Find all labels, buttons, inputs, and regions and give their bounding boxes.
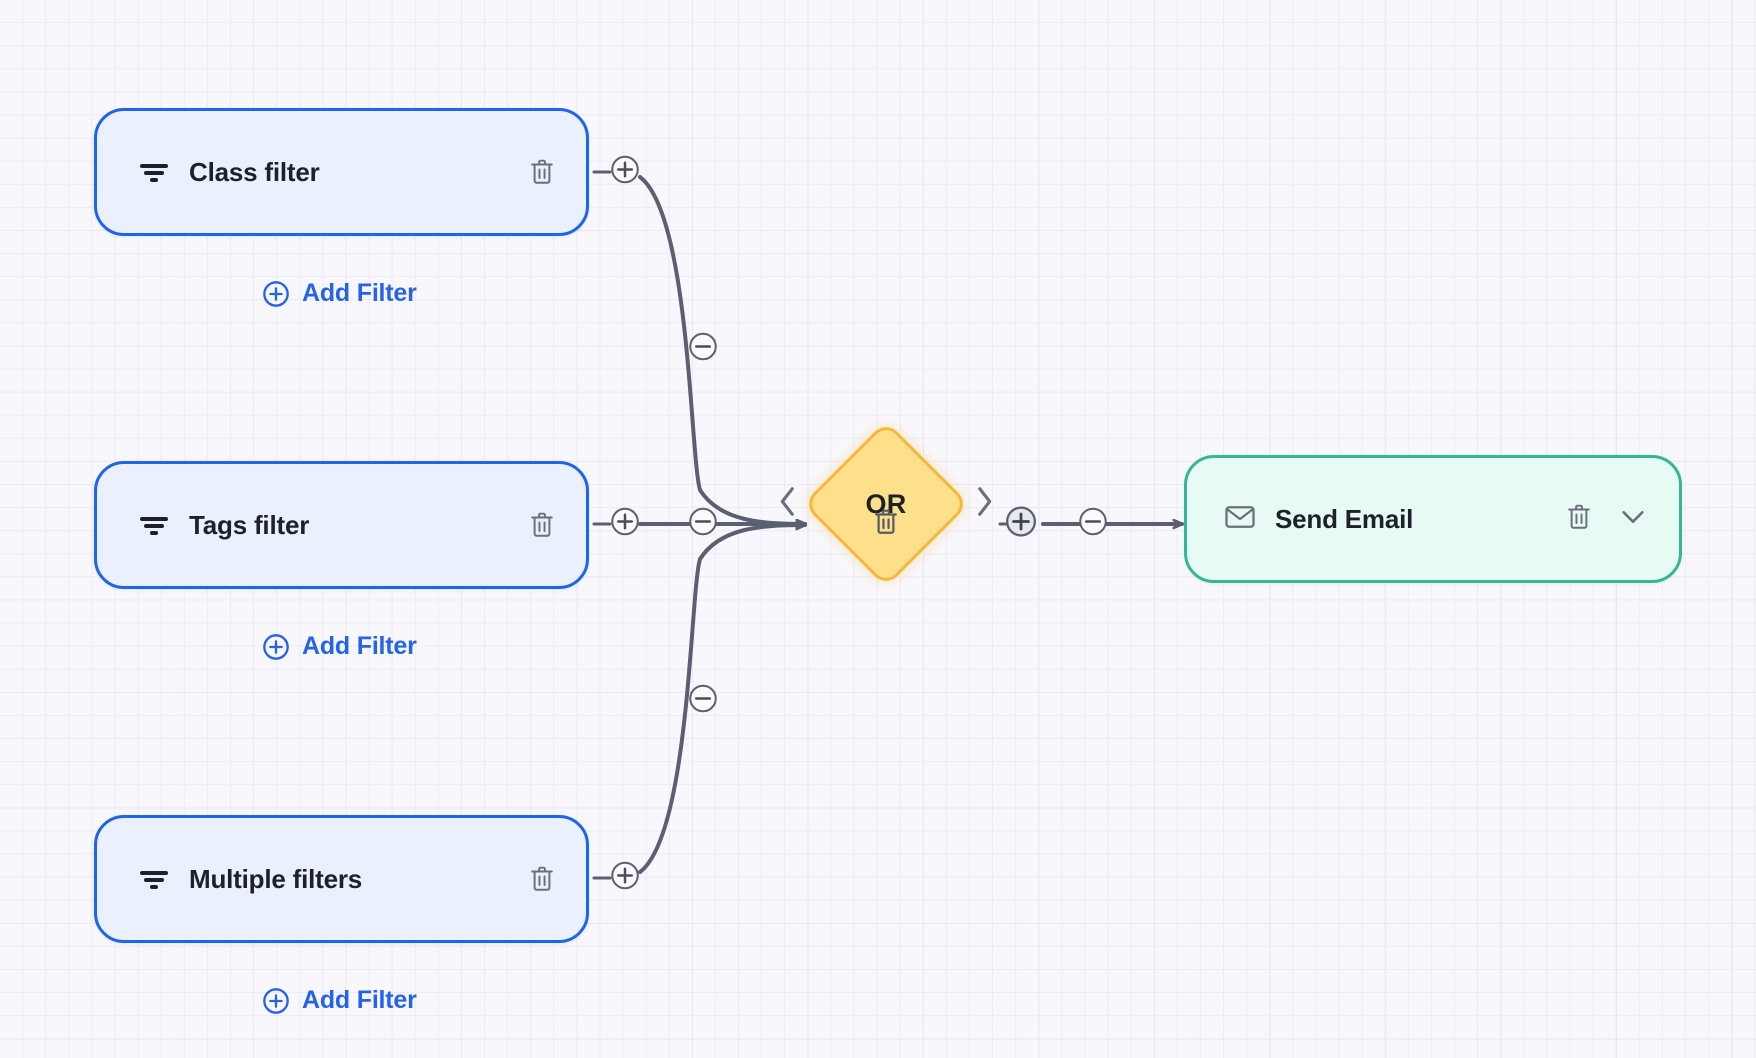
trash-icon[interactable] bbox=[528, 864, 556, 894]
edge-remove-handle-tags[interactable] bbox=[688, 507, 718, 542]
node-label: Send Email bbox=[1275, 503, 1414, 534]
add-filter-button-3[interactable]: Add Filter bbox=[262, 986, 417, 1015]
plus-circle-icon bbox=[262, 280, 290, 308]
chevron-left-icon[interactable] bbox=[777, 485, 799, 524]
node-label: Multiple filters bbox=[189, 863, 363, 894]
edge-add-handle-multiple[interactable] bbox=[610, 861, 640, 896]
node-label: Class filter bbox=[189, 156, 320, 187]
diamond-content: OR bbox=[827, 445, 945, 563]
edge-remove-handle-class[interactable] bbox=[688, 332, 718, 367]
node-actions bbox=[1565, 502, 1647, 537]
edge-add-handle-email[interactable] bbox=[1005, 506, 1037, 543]
node-class-filter[interactable]: Class filter bbox=[94, 108, 589, 236]
edge-remove-handle-email[interactable] bbox=[1078, 507, 1108, 542]
add-filter-label: Add Filter bbox=[302, 986, 417, 1014]
filter-icon bbox=[139, 867, 169, 891]
edge-remove-handle-multiple[interactable] bbox=[688, 684, 718, 719]
node-tags-filter[interactable]: Tags filter bbox=[94, 461, 589, 589]
node-label: Tags filter bbox=[189, 509, 310, 540]
trash-icon[interactable] bbox=[528, 510, 556, 540]
add-filter-button-1[interactable]: Add Filter bbox=[262, 279, 417, 308]
edge-add-handle-tags[interactable] bbox=[610, 507, 640, 542]
chevron-down-icon[interactable] bbox=[1619, 507, 1647, 532]
add-filter-button-2[interactable]: Add Filter bbox=[262, 632, 417, 661]
node-multiple-filters[interactable]: Multiple filters bbox=[94, 815, 589, 943]
filter-icon bbox=[139, 513, 169, 537]
filter-icon bbox=[139, 160, 169, 184]
plus-circle-icon bbox=[262, 633, 290, 661]
mail-icon bbox=[1225, 504, 1255, 535]
trash-icon[interactable] bbox=[1565, 502, 1593, 537]
edge-add-handle-class[interactable] bbox=[610, 155, 640, 190]
trash-icon[interactable] bbox=[872, 507, 900, 542]
chevron-right-icon[interactable] bbox=[973, 485, 995, 524]
trash-icon[interactable] bbox=[528, 157, 556, 187]
node-or-operator[interactable]: OR bbox=[780, 420, 992, 588]
add-filter-label: Add Filter bbox=[302, 279, 417, 307]
node-send-email[interactable]: Send Email bbox=[1184, 455, 1682, 583]
add-filter-label: Add Filter bbox=[302, 632, 417, 660]
plus-circle-icon bbox=[262, 987, 290, 1015]
